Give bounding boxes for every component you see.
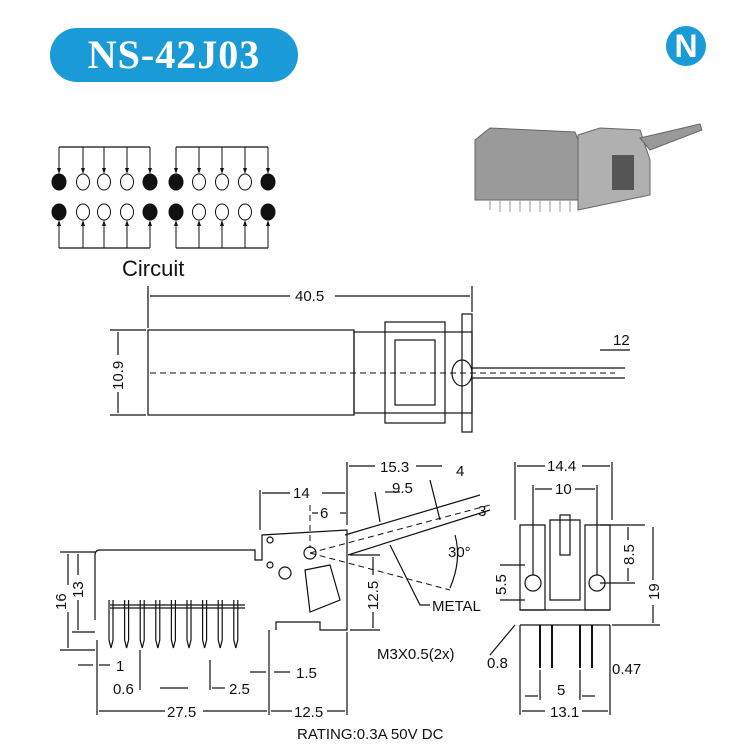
dim-0-8: 0.8 — [487, 655, 508, 672]
circuit-label: Circuit — [122, 256, 184, 281]
model-title: NS-42J03 — [50, 28, 298, 82]
dim-5-5: 5.5 — [493, 574, 510, 595]
terminal-pin — [108, 600, 114, 649]
arrow-icon — [81, 220, 85, 226]
arrow-icon — [57, 220, 61, 226]
terminal-pin — [217, 600, 223, 649]
terminal-pin — [233, 600, 239, 649]
arrow-icon — [174, 168, 178, 174]
common-terminal — [168, 173, 184, 191]
arrow-icon — [220, 220, 224, 226]
arrow-icon — [243, 220, 247, 226]
terminal-pin — [124, 600, 130, 649]
dim-10: 10 — [555, 481, 572, 498]
dim-14-4: 14.4 — [547, 458, 576, 475]
dim-9-5: 9.5 — [392, 480, 413, 497]
dim-0-47: 0.47 — [612, 661, 641, 678]
dim-27-5: 27.5 — [167, 704, 196, 721]
contact-terminal — [97, 203, 111, 221]
contact-terminal — [192, 173, 206, 191]
arrow-icon — [243, 168, 247, 174]
dim-15-3: 15.3 — [380, 459, 409, 476]
arrow-icon — [197, 220, 201, 226]
arrow-icon — [148, 168, 152, 174]
contact-terminal — [76, 203, 90, 221]
dim-12-5-height: 12.5 — [365, 581, 382, 610]
dim-height: 10.9 — [110, 361, 127, 390]
dim-13-1: 13.1 — [550, 704, 579, 721]
common-terminal — [142, 173, 158, 191]
dim-0-6: 0.6 — [113, 681, 134, 698]
terminal-pin — [155, 600, 161, 649]
arrow-icon — [125, 168, 129, 174]
metal-label: METAL — [432, 598, 481, 615]
arrow-icon — [102, 168, 106, 174]
arrow-icon — [81, 168, 85, 174]
common-terminal — [51, 203, 67, 221]
top-view — [110, 286, 630, 433]
arrow-icon — [102, 220, 106, 226]
dim-19: 19 — [646, 583, 663, 600]
dim-2-5: 2.5 — [229, 681, 250, 698]
contact-terminal — [192, 203, 206, 221]
dim-4: 4 — [456, 463, 464, 480]
contact-terminal — [76, 173, 90, 191]
arrow-icon — [148, 220, 152, 226]
dim-length: 40.5 — [295, 288, 324, 305]
side-view — [60, 462, 491, 715]
brand-logo: N — [666, 26, 706, 66]
common-terminal — [260, 203, 276, 221]
product-photo — [474, 123, 703, 212]
common-terminal — [51, 173, 67, 191]
arrow-icon — [57, 168, 61, 174]
terminal-pin — [139, 600, 145, 649]
common-terminal — [168, 203, 184, 221]
contact-terminal — [215, 203, 229, 221]
dim-shaft: 12 — [613, 332, 630, 349]
dim-16: 16 — [53, 593, 70, 610]
terminal-pin — [186, 600, 192, 649]
arrow-icon — [266, 168, 270, 174]
arrow-icon — [197, 168, 201, 174]
dim-8-5: 8.5 — [621, 544, 638, 565]
terminal-pin — [202, 600, 208, 649]
dim-13: 13 — [70, 581, 87, 598]
dim-angle: 30° — [448, 544, 471, 561]
front-view — [489, 462, 660, 715]
dim-6: 6 — [320, 505, 328, 522]
terminal-pin — [170, 600, 176, 649]
contact-terminal — [238, 203, 252, 221]
common-terminal — [142, 203, 158, 221]
contact-terminal — [120, 203, 134, 221]
rating-text: RATING:0.3A 50V DC — [297, 726, 444, 743]
dim-12-5: 12.5 — [294, 704, 323, 721]
contact-terminal — [120, 173, 134, 191]
arrow-icon — [174, 220, 178, 226]
dim-3: 3 — [478, 503, 486, 520]
contact-terminal — [215, 173, 229, 191]
circuit-diagram — [51, 146, 276, 249]
contact-terminal — [97, 173, 111, 191]
arrow-icon — [125, 220, 129, 226]
dim-1: 1 — [116, 658, 124, 675]
contact-terminal — [238, 173, 252, 191]
common-terminal — [260, 173, 276, 191]
dim-5: 5 — [557, 682, 565, 699]
screw-label: M3X0.5(2x) — [377, 646, 455, 663]
arrow-icon — [220, 168, 224, 174]
dim-14: 14 — [293, 485, 310, 502]
arrow-icon — [266, 220, 270, 226]
dim-1-5: 1.5 — [296, 665, 317, 682]
